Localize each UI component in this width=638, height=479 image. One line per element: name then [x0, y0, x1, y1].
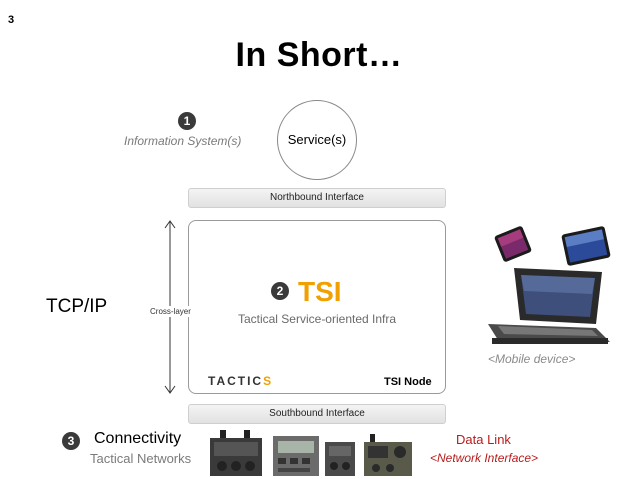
- radio-unit-1-icon: [210, 430, 262, 476]
- tcp-ip-label: TCP/IP: [46, 296, 108, 317]
- tactics-logo-accent: S: [263, 374, 274, 388]
- radio-unit-4-icon: [364, 434, 412, 476]
- cross-layer-label: Cross-layer: [150, 306, 191, 317]
- tsi-node-box: [188, 220, 446, 394]
- tsi-subtitle: Tactical Service-oriented Infra: [237, 312, 397, 326]
- radio-unit-2-icon: [273, 436, 319, 476]
- tablet-icon: [561, 226, 611, 266]
- northbound-interface-bar: Northbound Interface: [188, 188, 446, 208]
- radio-unit-3-icon: [325, 442, 355, 476]
- connectivity-label: Connectivity: [94, 430, 182, 447]
- step-badge-3: 3: [62, 432, 80, 450]
- step-badge-1: 1: [178, 112, 196, 130]
- information-systems-label: Information System(s): [124, 134, 242, 148]
- tsi-title: TSI: [298, 276, 342, 307]
- rugged-laptop-icon: [488, 268, 610, 344]
- network-interface-label: <Network Interface>: [430, 451, 539, 465]
- mobile-device-label: <Mobile device>: [488, 352, 576, 366]
- step-badge-2: 2: [271, 282, 289, 300]
- southbound-interface-bar: Southbound Interface: [188, 404, 446, 424]
- tsi-node-label: TSI Node: [384, 376, 432, 388]
- slide-number: 3: [8, 14, 15, 26]
- slide-title: In Short…: [235, 36, 403, 74]
- tactics-logo: TACTICS: [208, 374, 273, 388]
- smartphone-icon: [494, 226, 532, 262]
- data-link-label: Data Link: [456, 432, 511, 447]
- tactics-logo-main: TACTIC: [208, 374, 264, 388]
- services-label: Service(s): [287, 132, 347, 147]
- services-circle: [277, 100, 357, 180]
- tactical-networks-label: Tactical Networks: [90, 451, 192, 466]
